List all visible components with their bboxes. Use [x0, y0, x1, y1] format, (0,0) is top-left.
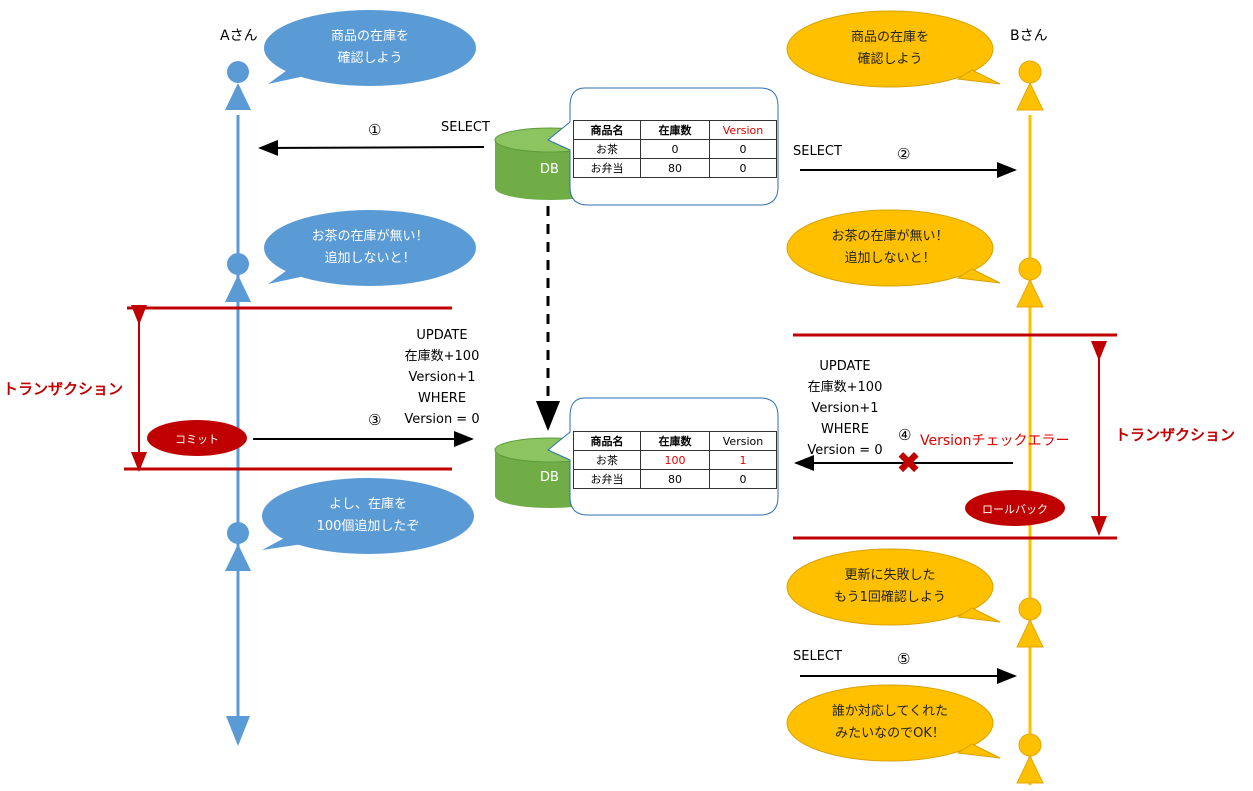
error-x-icon: ✖ [896, 446, 922, 481]
table-row: お弁当 80 0 [573, 158, 777, 178]
actor-b-label: Bさん [1010, 28, 1048, 44]
cell-version: 0 [709, 158, 777, 178]
a-speech-bubble [262, 478, 474, 554]
b-speech-bubble [786, 548, 1001, 626]
cell-product: お弁当 [573, 158, 641, 178]
b-speech-bubble [786, 209, 1001, 287]
commit-label: コミット [175, 433, 219, 446]
b-bubble-1-text: 商品の在庫を確認しよう [850, 30, 929, 67]
a-person-icon [225, 61, 251, 110]
a-speech-bubble [264, 10, 476, 86]
transaction-a-label: トランザクション [3, 380, 124, 398]
b-bubble-2-text: お茶の在庫が無い！追加しないと！ [831, 229, 949, 266]
a-speech-bubble [264, 210, 476, 286]
db-table-before: 商品名 在庫数 Version お茶 0 0 お弁当 80 0 [573, 120, 777, 178]
header-version: Version [709, 431, 777, 451]
b-person-icon [1016, 257, 1044, 308]
cell-product: お茶 [573, 450, 641, 470]
cell-version: 0 [709, 469, 777, 489]
b-speech-bubble [786, 684, 1001, 762]
db-label-before: DB [540, 162, 559, 177]
table-row: お茶 100 1 [573, 450, 777, 470]
a-bubble-1-text: 商品の在庫を確認しよう [330, 29, 409, 66]
a-person-icon [225, 522, 251, 571]
b-bubble-4-text: 誰か対応してくれたみたいなのでOK！ [831, 704, 949, 741]
step5-number: ⑤ [897, 650, 911, 668]
b-bubble-3-text: 更新に失敗したもう1回確認しよう [834, 568, 946, 605]
b-speech-bubble [786, 10, 1001, 88]
b-person-icon [1016, 597, 1044, 648]
cell-product: お弁当 [573, 469, 641, 489]
rollback-label: ロールバック [982, 503, 1048, 516]
table-row: お弁当 80 0 [573, 469, 777, 489]
table-header-row: 商品名 在庫数 Version [573, 431, 777, 451]
a-person-icon [225, 253, 251, 302]
b-person-icon [1016, 60, 1044, 111]
table-header-row: 商品名 在庫数 Version [573, 120, 777, 140]
db-table-after: 商品名 在庫数 Version お茶 100 1 お弁当 80 0 [573, 431, 777, 489]
step5-label: SELECT [793, 649, 842, 664]
step1-number: ① [368, 121, 382, 139]
cell-product: お茶 [573, 139, 641, 159]
cell-version: 0 [709, 139, 777, 159]
cell-stock: 0 [640, 139, 710, 159]
a-bubble-2-text: お茶の在庫が無い！追加しないと！ [311, 229, 429, 266]
step1-arrow [258, 139, 485, 156]
transaction-b-label: トランザクション [1115, 426, 1236, 444]
version-check-error-label: Versionチェックエラー [920, 433, 1070, 449]
header-stock: 在庫数 [640, 120, 710, 140]
header-product-name: 商品名 [573, 120, 641, 140]
step1-label: SELECT [441, 120, 490, 135]
actor-a-label: Aさん [220, 28, 258, 44]
header-version: Version [709, 120, 777, 140]
step4-number: ④ [898, 426, 912, 444]
header-product-name: 商品名 [573, 431, 641, 451]
step2-label: SELECT [793, 144, 842, 159]
cell-stock: 80 [640, 469, 710, 489]
db-label-after: DB [540, 470, 559, 485]
cell-version: 1 [709, 450, 777, 470]
cell-stock: 100 [640, 450, 710, 470]
rollback-pill [965, 490, 1065, 526]
commit-pill [147, 420, 247, 456]
step3-query: UPDATE 在庫数+100 Version+1 WHERE Version =… [404, 328, 480, 427]
header-stock: 在庫数 [640, 431, 710, 451]
table-row: お茶 0 0 [573, 139, 777, 159]
step2-number: ② [897, 145, 911, 163]
b-person-icon [1016, 733, 1044, 784]
step4-query: UPDATE 在庫数+100 Version+1 WHERE Version =… [807, 359, 883, 458]
step3-number: ③ [368, 411, 382, 429]
cell-stock: 80 [640, 158, 710, 178]
